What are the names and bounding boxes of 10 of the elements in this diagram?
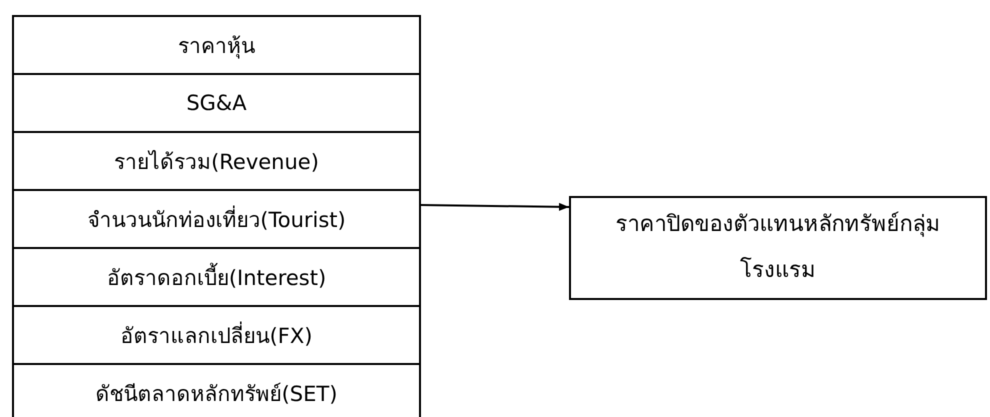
factor-column (12, 15, 421, 417)
factor-cell: อัตราแลกเปลี่ยน(FX) (14, 307, 419, 365)
factor-cell: ราคาหุ้น (14, 17, 419, 75)
factor-cell: อัตราดอกเบี้ย(Interest) (14, 249, 419, 307)
factor-cell: รายได้รวม(Revenue) (14, 133, 419, 191)
factor-cell: SG&A (14, 75, 419, 133)
arrow (420, 202, 570, 211)
result-box: ราคาปิดของตัวแทนหลักทรัพย์กลุ่มโรงแรม (569, 196, 987, 300)
factor-cell: จำนวนนักท่องเที่ยว(Tourist) (14, 191, 419, 249)
factor-cell: ดัชนีตลาดหลักทรัพย์(SET) (14, 365, 419, 417)
